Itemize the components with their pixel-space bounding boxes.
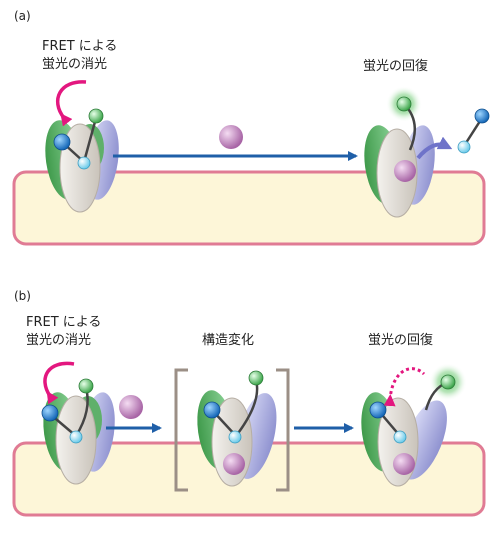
quencher-b-left <box>69 430 83 444</box>
panel-a-fret-label-line1: FRET による <box>42 39 117 54</box>
panel-a-recovery-label: 蛍光の回復 <box>363 58 428 74</box>
acceptor-dye-b-middle <box>248 370 264 386</box>
panel-b-fret-label-line2: 蛍光の消光 <box>26 333 91 348</box>
acceptor-dye-a-left <box>88 108 104 124</box>
panel-b-conformational-label: 構造変化 <box>202 332 254 348</box>
ligand-b-free <box>119 395 143 419</box>
bracket-right <box>276 368 290 492</box>
membrane-a <box>12 170 486 246</box>
donor-dye-b-middle <box>203 401 221 419</box>
ligand-a-bound <box>394 160 416 182</box>
donor-dye-a-released <box>474 108 490 124</box>
ligand-b-bound <box>393 453 415 475</box>
donor-dye-b-right <box>369 401 387 419</box>
panel-a-label: (a) <box>14 9 31 23</box>
panel-a-fret-label-line2: 蛍光の消光 <box>42 57 107 72</box>
acceptor-dye-b-right <box>440 374 456 390</box>
panel-b-label: (b) <box>14 289 31 303</box>
ligand-a-free <box>219 125 243 149</box>
bracket-left <box>174 368 188 492</box>
quencher-b-middle <box>228 430 242 444</box>
release-arrow-a <box>416 136 453 160</box>
acceptor-dye-a-right <box>396 96 412 112</box>
fret-arrow-a <box>55 80 87 127</box>
quencher-a-released <box>457 140 471 154</box>
fret-arrow-b <box>43 361 75 405</box>
donor-dye-b-left <box>41 404 59 422</box>
acceptor-dye-b-left <box>78 378 94 394</box>
panel-b-recovery-label: 蛍光の回復 <box>368 332 433 348</box>
quencher-a-left <box>77 156 91 170</box>
panel-b-fret-label-line1: FRET による <box>26 315 101 330</box>
ligand-b-middle <box>223 453 245 475</box>
donor-dye-a-left <box>53 133 71 151</box>
no-fret-arrow-b <box>383 367 426 407</box>
receptor-a-left <box>45 120 119 213</box>
quencher-b-right <box>393 430 407 444</box>
